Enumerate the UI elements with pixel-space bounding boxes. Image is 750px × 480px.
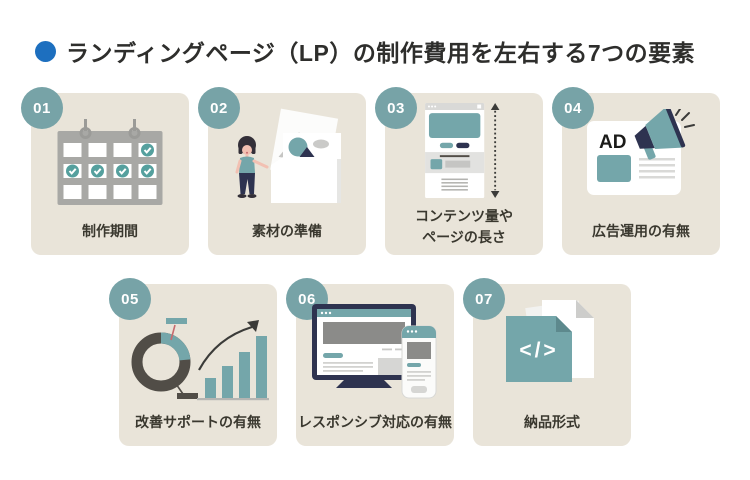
ad-text: AD xyxy=(599,132,626,153)
responsive-devices-icon xyxy=(312,304,437,399)
card-label: コンテンツ量や ページの長さ xyxy=(415,208,513,245)
card-improvement-support: 05 改善サポートの有無 xyxy=(109,278,277,446)
cards-row-1: 01 xyxy=(21,87,720,255)
card-delivery-format: 07 </> 納品形式 xyxy=(463,278,631,446)
card-content-volume-page-length: 03 コンテンツ量や ページの長さ xyxy=(375,87,543,255)
number-badge: 04 xyxy=(552,87,594,129)
number-badge: 03 xyxy=(375,87,417,129)
number-badge: 01 xyxy=(21,87,63,129)
number-badge: 07 xyxy=(463,278,505,320)
card-label: 素材の準備 xyxy=(252,222,322,239)
blue-dot-icon xyxy=(35,40,56,62)
calendar-icon xyxy=(57,119,163,205)
card-label: 納品形式 xyxy=(524,413,580,430)
analytics-icon xyxy=(131,318,269,401)
card-label: 広告運用の有無 xyxy=(592,222,690,239)
card-ad-operation: 04 AD 広告運用の有無 xyxy=(552,87,720,255)
card-production-period: 01 xyxy=(21,87,189,255)
number-badge: 05 xyxy=(109,278,151,320)
image-materials-icon xyxy=(235,108,341,203)
card-label: レスポンシブ対応の有無 xyxy=(298,413,452,430)
page-length-icon xyxy=(425,103,500,198)
ad-megaphone-icon: AD xyxy=(587,109,695,195)
card-responsive-support: 06 レスポンシブ対応の有無 xyxy=(286,278,454,446)
cards-row-2: 05 改善サポートの有無 06 xyxy=(0,278,750,446)
number-badge: 02 xyxy=(198,87,240,129)
page-title: ランディングページ（LP）の制作費用を左右する7つの要素 xyxy=(66,40,696,66)
card-label: 改善サポートの有無 xyxy=(135,413,261,430)
card-label: 制作期間 xyxy=(82,222,138,239)
code-file-icon: </> xyxy=(506,300,594,382)
card-materials-preparation: 02 xyxy=(198,87,366,255)
code-text: </> xyxy=(519,339,558,362)
page-header: ランディングページ（LP）の制作費用を左右する7つの要素 xyxy=(35,34,695,68)
